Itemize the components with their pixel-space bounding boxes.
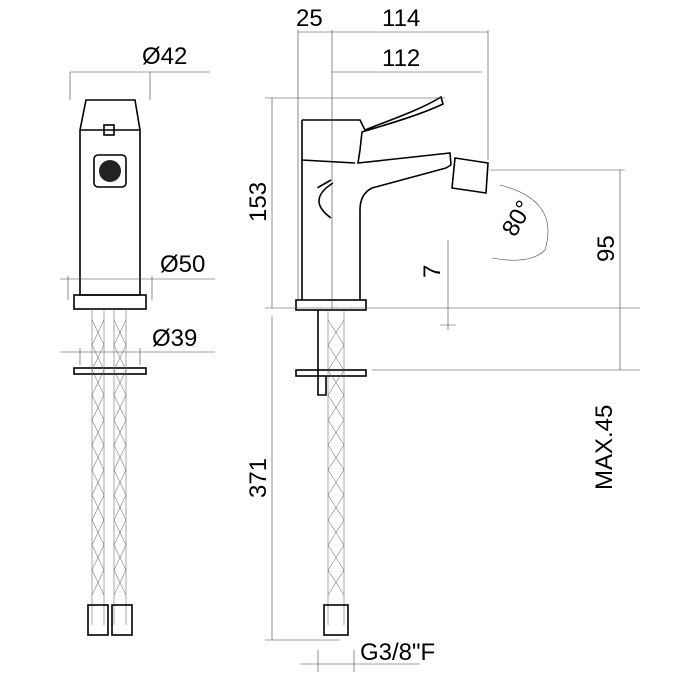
dim-max-45: MAX.45 [591, 405, 618, 490]
dim-reach-114: 114 [382, 5, 420, 32]
dim-offset-25: 25 [296, 5, 323, 32]
dim-height-153: 153 [245, 182, 272, 222]
front-view [60, 71, 215, 636]
dim-gap-7: 7 [419, 265, 446, 278]
dim-connection-thread: G3/8"F [360, 639, 435, 666]
dim-diameter-39: Ø39 [152, 325, 197, 352]
side-view [265, 30, 640, 672]
dim-hose-371: 371 [245, 458, 272, 498]
dim-angle-80: 80° [497, 196, 539, 241]
dim-reach-112: 112 [382, 45, 420, 72]
dim-diameter-42: Ø42 [142, 43, 187, 70]
dim-diameter-50: Ø50 [160, 251, 205, 278]
dim-spout-height-95: 95 [593, 235, 620, 262]
